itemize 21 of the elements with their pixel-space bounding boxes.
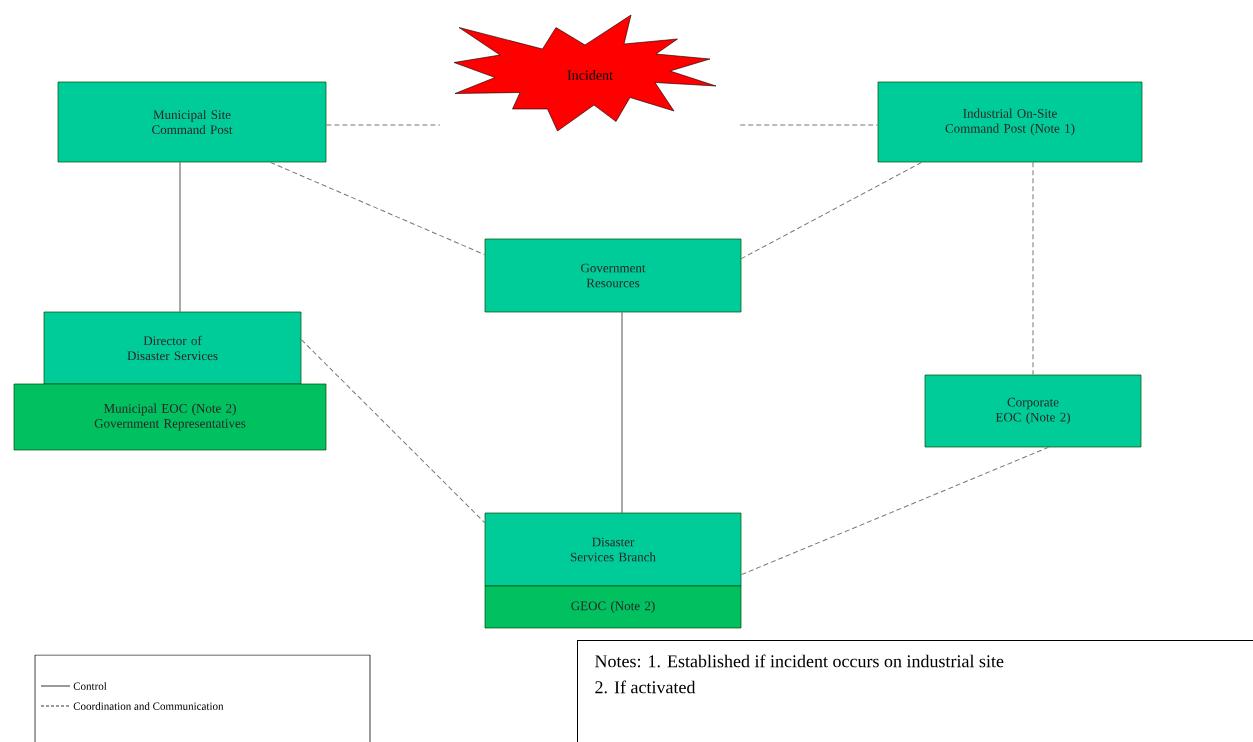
command-post-box: Industrial On-Site Command Post (Note 1): [877, 81, 1143, 163]
legend-label: Coordination and Communication: [73, 702, 224, 710]
connector-line: [269, 161, 486, 256]
command-post-box: Municipal Site Command Post: [57, 81, 327, 163]
geoc-box: GEOC (Note 2): [484, 585, 742, 629]
resources-box: Government Resources: [484, 238, 742, 313]
eoc-box: Corporate EOC (Note 2): [924, 374, 1142, 448]
incident-starburst: Incident: [453, 14, 717, 132]
branch-box: Disaster Services Branch: [484, 512, 742, 587]
connector-line: [179, 161, 181, 313]
connector-line: [740, 161, 923, 260]
connector-line: [300, 339, 486, 524]
legend-label: Control: [73, 682, 107, 690]
notes-box: Notes: 1. Established if incident occurs on industrial site 2. If activated: [577, 640, 1253, 742]
connector-line: [1032, 161, 1034, 376]
connector-line: [621, 311, 623, 514]
director-box: Director of Disaster Services: [43, 311, 302, 385]
connector-line: [739, 124, 879, 126]
eoc-box: Municipal EOC (Note 2) Government Representatives: [13, 383, 327, 451]
connector-line: [325, 124, 441, 126]
connector-line: [740, 446, 1049, 576]
